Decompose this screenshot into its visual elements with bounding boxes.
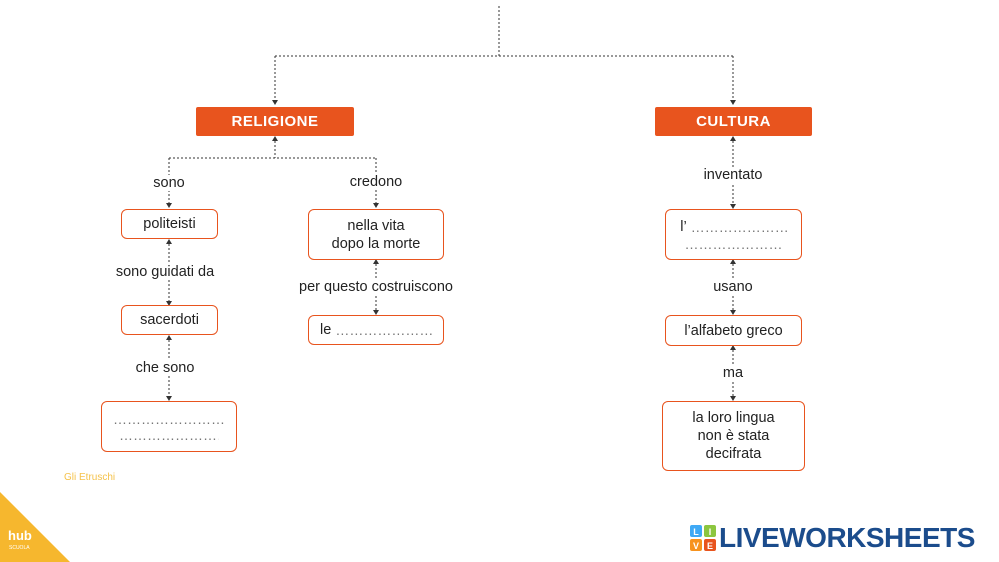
header-cultura: CULTURA [655, 107, 812, 136]
label-ma: ma [720, 365, 746, 381]
le-answer-input[interactable] [335, 322, 436, 338]
liveworksheets-logo: L I V E LIVEWORKSHEETS [690, 522, 975, 554]
liveworksheets-wordmark: LIVEWORKSHEETS [719, 522, 975, 553]
answer-input-1[interactable] [113, 410, 225, 427]
label-per-questo-costruiscono: per questo costruiscono [297, 279, 455, 295]
box-l-blank: l’ [665, 209, 802, 260]
answer-input-2[interactable] [119, 426, 219, 443]
box-lingua-non-decifrata: la loro lingua non è stata decifrata [662, 401, 805, 471]
box-le-blank: le [308, 315, 444, 345]
l-answer-input-2[interactable] [684, 235, 783, 252]
box-blank-e [101, 401, 237, 452]
label-usano: usano [711, 279, 755, 295]
box-politeisti: politeisti [121, 209, 218, 239]
l-answer-input-1[interactable] [690, 218, 787, 235]
icon-letter-i: I [709, 527, 712, 537]
l-blank-row: l’ [680, 218, 787, 236]
box-alfabeto-greco: l’alfabeto greco [665, 315, 802, 346]
label-inventato: inventato [701, 167, 765, 183]
label-che-sono: che sono [133, 360, 197, 376]
liveworksheets-icon: L I V E [690, 525, 716, 551]
label-sono-guidati-da: sono guidati da [113, 264, 217, 280]
icon-letter-e: E [707, 541, 713, 551]
hub-scuola-logo: hub SCUOLA [0, 492, 70, 562]
label-credono: credono [347, 174, 405, 190]
l-prefix: l’ [680, 218, 687, 235]
label-sono: sono [151, 175, 187, 191]
header-religione: RELIGIONE [196, 107, 354, 136]
icon-letter-l: L [693, 527, 699, 537]
footer-note: Gli Etruschi [64, 472, 116, 483]
hub-logo-sub: SCUOLA [9, 545, 30, 551]
hub-logo-text: hub [8, 528, 32, 543]
box-nella-vita: nella vita dopo la morte [308, 209, 444, 260]
box-sacerdoti: sacerdoti [121, 305, 218, 335]
le-prefix: le [320, 322, 332, 338]
icon-letter-v: V [693, 541, 699, 551]
